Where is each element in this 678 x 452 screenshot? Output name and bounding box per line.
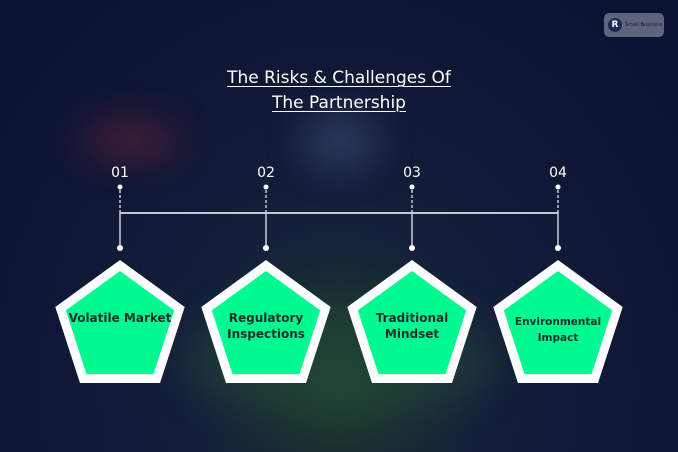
connector-dot: [555, 245, 561, 251]
title-line-2: The Partnership: [272, 93, 406, 113]
step-label: Traditional Mindset: [375, 311, 449, 341]
pentagon-02: [211, 271, 321, 375]
step-label: Regulatory Inspections: [227, 311, 305, 341]
logo-icon: R: [608, 18, 622, 32]
connector-dot: [117, 184, 123, 190]
connector-dot: [263, 245, 269, 251]
step-label: Volatile Market: [68, 311, 172, 325]
connector-dot: [409, 245, 415, 251]
connector-dot: [409, 184, 415, 190]
page-title: The Risks & Challenges Of The Partnershi…: [0, 66, 678, 116]
step-number: 02: [257, 165, 275, 181]
pentagon-04: [503, 271, 613, 375]
connector-dot: [263, 184, 269, 190]
background-light: [300, 110, 380, 170]
connector-dot: [117, 245, 123, 251]
background-light: [80, 120, 180, 160]
step-number: 03: [403, 165, 421, 181]
step-label: Environmental Impact: [514, 316, 602, 344]
step-number: 04: [549, 165, 567, 181]
brand-logo: R Small Business: [604, 13, 664, 37]
pentagon-03: [357, 271, 467, 375]
step-number: 01: [111, 165, 129, 181]
pentagon-01: [65, 271, 175, 375]
connector-dot: [555, 184, 561, 190]
logo-text: Small Business: [625, 22, 663, 28]
title-line-1: The Risks & Challenges Of: [227, 68, 451, 88]
